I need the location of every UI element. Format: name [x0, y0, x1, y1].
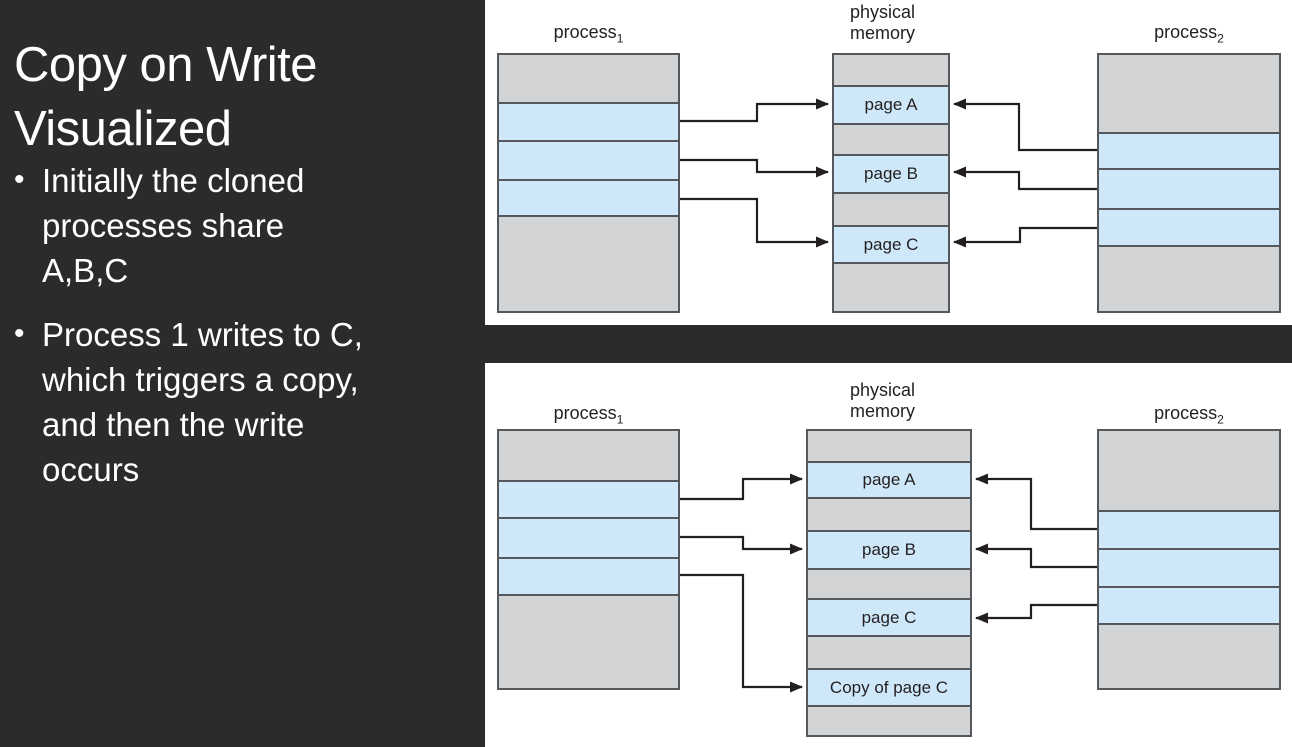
- page-ref-block: [1099, 210, 1279, 247]
- arrow-process2-to-page-a: [974, 473, 1097, 531]
- page-ref-block: [499, 559, 678, 596]
- page-ref-block: [1099, 588, 1279, 625]
- free-frame-block: [834, 125, 948, 156]
- physical-memory-column: page A page B page C Copy of page C: [806, 429, 972, 737]
- slide-text-panel: Copy on Write Visualized • Initially the…: [0, 0, 485, 747]
- page-b-block: page B: [834, 156, 948, 194]
- page-ref-block: [499, 519, 678, 559]
- bullet-list: • Initially the cloned processes share A…: [14, 158, 454, 492]
- free-frame-block: [834, 194, 948, 227]
- page-ref-block: [1099, 170, 1279, 210]
- unmapped-block: [499, 55, 678, 104]
- unmapped-block: [499, 431, 678, 482]
- page-a-block: page A: [808, 463, 970, 499]
- page-c-block: page C: [808, 600, 970, 637]
- free-frame-block: [808, 431, 970, 463]
- process1-column: [497, 53, 680, 313]
- page-ref-block: [499, 482, 678, 519]
- arrow-process1-to-copy-of-page-c: [680, 573, 804, 693]
- arrow-process2-to-page-c: [952, 226, 1097, 248]
- arrow-process1-to-page-c: [680, 197, 830, 248]
- page-ref-block: [499, 142, 678, 181]
- free-frame-block: [834, 264, 948, 311]
- arrow-process2-to-page-a: [952, 98, 1097, 152]
- unmapped-block: [1099, 247, 1279, 311]
- arrow-process1-to-page-a: [680, 473, 804, 501]
- copy-of-page-c-block: Copy of page C: [808, 670, 970, 707]
- process1-column: [497, 429, 680, 690]
- arrow-process2-to-page-b: [952, 166, 1097, 191]
- physical-memory-column: page A page B page C: [832, 53, 950, 313]
- unmapped-block: [1099, 625, 1279, 688]
- bullet-item: • Process 1 writes to C, which triggers …: [14, 312, 454, 492]
- unmapped-block: [499, 217, 678, 311]
- arrow-process1-to-page-a: [680, 98, 830, 123]
- free-frame-block: [808, 637, 970, 670]
- bullet-marker: •: [14, 317, 25, 350]
- bullet-text: Process 1 writes to C, which triggers a …: [42, 316, 363, 488]
- process2-column: [1097, 53, 1281, 313]
- bullet-text: Initially the cloned processes share A,B…: [42, 162, 305, 289]
- unmapped-block: [499, 596, 678, 688]
- unmapped-block: [1099, 431, 1279, 512]
- process2-label: process2: [1154, 403, 1224, 427]
- page-ref-block: [1099, 512, 1279, 550]
- page-ref-block: [1099, 134, 1279, 170]
- diagram-initial-state: process1 physical memory process2 page A…: [485, 0, 1292, 325]
- arrow-process1-to-page-b: [680, 535, 804, 555]
- process2-label: process2: [1154, 22, 1224, 46]
- page-b-block: page B: [808, 532, 970, 570]
- page-ref-block: [1099, 550, 1279, 588]
- unmapped-block: [1099, 55, 1279, 134]
- diagram-after-write: process1 physical memory process2 page A…: [485, 363, 1292, 747]
- free-frame-block: [808, 707, 970, 735]
- arrow-process2-to-page-b: [974, 543, 1097, 569]
- bullet-item: • Initially the cloned processes share A…: [14, 158, 454, 293]
- process1-label: process1: [553, 403, 624, 427]
- arrow-process1-to-page-b: [680, 158, 830, 178]
- free-frame-block: [808, 499, 970, 532]
- page-title: Copy on Write Visualized: [14, 37, 318, 156]
- page-c-block: page C: [834, 227, 948, 264]
- process1-label: process1: [553, 22, 624, 46]
- process2-column: [1097, 429, 1281, 690]
- arrow-process2-to-page-c: [974, 603, 1097, 624]
- free-frame-block: [808, 570, 970, 600]
- physical-memory-label: physical memory: [850, 380, 916, 421]
- page-ref-block: [499, 181, 678, 217]
- free-frame-block: [834, 55, 948, 87]
- bullet-marker: •: [14, 163, 25, 196]
- physical-memory-label: physical memory: [850, 2, 916, 43]
- page-ref-block: [499, 104, 678, 142]
- page-a-block: page A: [834, 87, 948, 125]
